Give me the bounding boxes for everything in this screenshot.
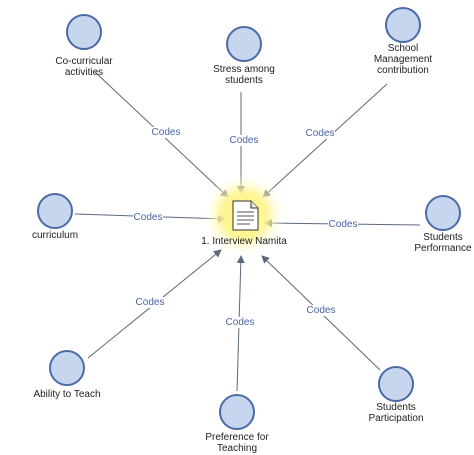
edge-label-bg bbox=[229, 135, 259, 146]
edge-label-school-management: Codes bbox=[306, 128, 335, 139]
code-label-school-management-line-1: School bbox=[388, 43, 419, 54]
edge-label-bg bbox=[328, 219, 358, 230]
code-label-school-management-line-2: Management bbox=[374, 54, 433, 65]
edge-label-students-performance: Codes bbox=[329, 219, 358, 230]
edge-label-bg bbox=[133, 212, 163, 223]
edge-label-curriculum: Codes bbox=[134, 212, 163, 223]
code-label-students-performance-line-2: Performance bbox=[414, 243, 472, 254]
center-label: 1. Interview Namita bbox=[201, 236, 287, 247]
code-circle-icon bbox=[37, 193, 73, 229]
code-label-school-management-line-3: contribution bbox=[377, 65, 429, 76]
code-label-ability-line-1: Ability to Teach bbox=[33, 389, 100, 400]
code-label-participation-line-1: Students bbox=[376, 402, 415, 413]
code-circle-icon bbox=[226, 26, 262, 62]
code-label-co-curricular-line-2: activities bbox=[65, 67, 103, 78]
edge-label-co-curricular: Codes bbox=[152, 127, 181, 138]
code-label-participation-line-2: Participation bbox=[368, 413, 423, 424]
edge-label-bg bbox=[225, 317, 255, 328]
code-label-preference-line-1: Preference for bbox=[205, 432, 269, 443]
edge-label-preference: Codes bbox=[226, 317, 255, 328]
edge-label-bg bbox=[135, 297, 165, 308]
code-label-preference-line-2: Teaching bbox=[217, 443, 257, 454]
code-circle-icon bbox=[385, 7, 421, 43]
edge-school-management[interactable] bbox=[262, 83, 388, 198]
code-label-stress-line-2: students bbox=[225, 75, 263, 86]
code-circle-icon bbox=[219, 394, 255, 430]
document-icon bbox=[232, 200, 259, 231]
edge-label-participation: Codes bbox=[307, 305, 336, 316]
code-circle-icon bbox=[49, 350, 85, 386]
code-node-curriculum[interactable]: curriculum bbox=[32, 193, 78, 241]
code-circle-icon bbox=[425, 195, 461, 231]
code-node-ability[interactable]: Ability to Teach bbox=[33, 350, 101, 400]
edge-label-stress: Codes bbox=[230, 135, 259, 146]
edge-label-bg bbox=[306, 305, 336, 316]
code-circle-icon bbox=[66, 14, 102, 50]
center-node[interactable]: 1. Interview Namita bbox=[201, 173, 287, 257]
edge-label-ability: Codes bbox=[136, 297, 165, 308]
edge-label-bg bbox=[151, 127, 181, 138]
edge-label-bg bbox=[305, 128, 335, 139]
code-label-curriculum-line-1: curriculum bbox=[32, 230, 78, 241]
code-label-stress-line-1: Stress among bbox=[213, 64, 275, 75]
code-label-students-performance-line-1: Students bbox=[423, 232, 462, 243]
code-circle-icon bbox=[378, 366, 414, 402]
code-label-co-curricular-line-1: Co-curricular bbox=[55, 56, 113, 67]
